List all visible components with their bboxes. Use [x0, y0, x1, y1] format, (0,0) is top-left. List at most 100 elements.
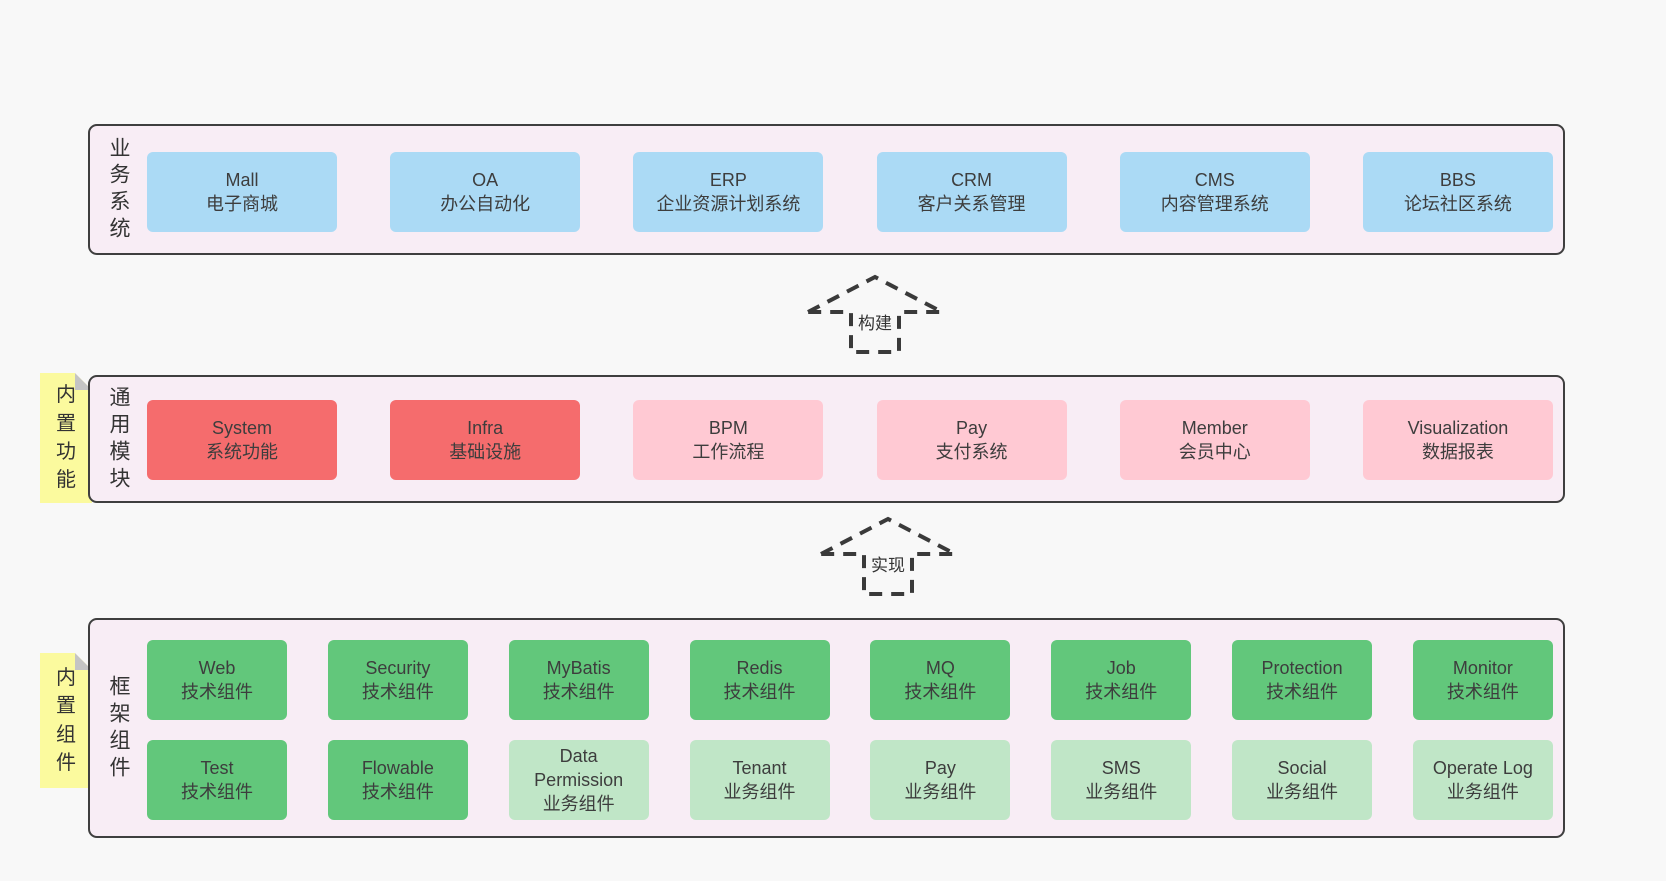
box-web: Web 技术组件 [147, 640, 287, 720]
box-title: Web [198, 658, 236, 678]
box-title: Security [365, 658, 431, 678]
box-subtitle: 技术组件 [181, 682, 253, 702]
box-title: Test [200, 758, 234, 778]
box-subtitle: 业务组件 [723, 782, 796, 802]
box-subtitle: 会员中心 [1178, 442, 1251, 462]
box-tenant: Tenant 业务组件 [689, 740, 830, 820]
sticky-note-built-in-features: 内 置 功 能 [40, 373, 92, 503]
box-title: Monitor [1452, 658, 1513, 678]
box-title: System [211, 418, 272, 438]
section-framework-components: 框 架 组 件 Web 技术组件 Security 技术组件 MyBatis 技… [88, 618, 1565, 838]
box-subtitle: 内容管理系统 [1160, 194, 1269, 214]
box-subtitle: 业务组件 [1085, 782, 1158, 802]
box-pay-module: Pay 支付系统 [876, 400, 1067, 480]
box-title: Pay [924, 758, 956, 778]
box-title: Protection [1261, 658, 1343, 678]
box-title: Infra [467, 418, 504, 438]
box-subtitle: 技术组件 [723, 682, 796, 702]
box-subtitle: 企业资源计划系统 [656, 194, 801, 214]
box-member: Member 会员中心 [1119, 400, 1310, 480]
framework-components-row-2: Test 技术组件 Flowable 技术组件 Data Permission … [147, 740, 1553, 820]
box-subtitle: 业务组件 [1266, 782, 1339, 802]
sticky-note-built-in-components: 内 置 组 件 [40, 653, 92, 788]
box-subtitle: 数据报表 [1421, 442, 1494, 462]
box-title: Tenant [732, 758, 787, 778]
box-subtitle: 技术组件 [181, 782, 253, 802]
section-common-modules: 通 用 模 块 System 系统功能 Infra 基础设施 BPM 工作流程 … [88, 375, 1565, 503]
box-title: Social [1277, 758, 1327, 778]
box-subtitle: 工作流程 [692, 442, 765, 462]
section-label-framework-components: 框 架 组 件 [109, 675, 131, 779]
box-mall: Mall 电子商城 [147, 152, 337, 232]
box-title: Pay [956, 418, 988, 438]
box-subtitle: 技术组件 [361, 682, 434, 702]
box-erp: ERP 企业资源计划系统 [633, 152, 824, 232]
box-operate-log: Operate Log 业务组件 [1412, 740, 1553, 820]
box-title: CRM [951, 170, 993, 190]
box-subtitle: 办公自动化 [440, 194, 531, 214]
box-job: Job 技术组件 [1051, 640, 1192, 720]
box-subtitle: 技术组件 [542, 682, 615, 702]
box-title: MyBatis [546, 658, 611, 678]
box-subtitle: 业务组件 [904, 782, 977, 802]
box-title: Mall [225, 170, 259, 190]
box-subtitle: 论坛社区系统 [1403, 194, 1512, 214]
box-mybatis: MyBatis 技术组件 [508, 640, 649, 720]
box-subtitle: 技术组件 [1266, 682, 1339, 702]
box-data-permission: Data Permission 业务组件 [508, 740, 649, 820]
box-title: Redis [736, 658, 783, 678]
box-subtitle: 技术组件 [904, 682, 977, 702]
box-title: BBS [1439, 170, 1476, 190]
box-protection: Protection 技术组件 [1232, 640, 1373, 720]
box-subtitle: 技术组件 [361, 782, 434, 802]
box-mq: MQ 技术组件 [870, 640, 1011, 720]
box-system: System 系统功能 [147, 400, 337, 480]
box-subtitle: 技术组件 [1446, 682, 1519, 702]
box-subtitle: 系统功能 [206, 442, 278, 462]
box-security: Security 技术组件 [327, 640, 468, 720]
box-subtitle: 技术组件 [1085, 682, 1158, 702]
box-title: OA [472, 170, 499, 190]
arrow-build-label: 构建 [855, 308, 895, 335]
box-title: Visualization [1407, 418, 1509, 438]
box-subtitle: 业务组件 [1446, 782, 1519, 802]
box-flowable: Flowable 技术组件 [327, 740, 468, 820]
box-pay-component: Pay 业务组件 [870, 740, 1011, 820]
box-bbs: BBS 论坛社区系统 [1362, 152, 1553, 232]
box-infra: Infra 基础设施 [390, 400, 581, 480]
box-test: Test 技术组件 [147, 740, 287, 820]
note-label: 内 置 功 能 [56, 384, 76, 492]
box-cms: CMS 内容管理系统 [1119, 152, 1310, 232]
box-monitor: Monitor 技术组件 [1412, 640, 1553, 720]
box-social: Social 业务组件 [1232, 740, 1373, 820]
box-oa: OA 办公自动化 [390, 152, 581, 232]
box-title: CMS [1194, 170, 1235, 190]
framework-components-row-1: Web 技术组件 Security 技术组件 MyBatis 技术组件 Redi… [147, 640, 1553, 720]
section-label-business-systems: 业 务 系 统 [109, 136, 131, 241]
box-title: ERP [709, 170, 747, 190]
box-title: MQ [925, 658, 955, 678]
box-visualization: Visualization 数据报表 [1362, 400, 1553, 480]
box-subtitle: 电子商城 [206, 194, 278, 214]
box-title: BPM [708, 418, 748, 438]
box-title: SMS [1101, 758, 1141, 778]
common-modules-row: System 系统功能 Infra 基础设施 BPM 工作流程 Pay 支付系统… [147, 400, 1553, 480]
box-crm: CRM 客户关系管理 [876, 152, 1067, 232]
box-bpm: BPM 工作流程 [633, 400, 824, 480]
box-title: Data Permission [534, 746, 624, 790]
box-subtitle: 支付系统 [935, 442, 1008, 462]
section-label-common-modules: 通 用 模 块 [109, 386, 131, 490]
box-sms: SMS 业务组件 [1051, 740, 1192, 820]
section-business-systems: 业 务 系 统 Mall 电子商城 OA 办公自动化 ERP 企业资源计划系统 … [88, 124, 1565, 255]
box-redis: Redis 技术组件 [689, 640, 830, 720]
box-title: Member [1181, 418, 1248, 438]
business-systems-row: Mall 电子商城 OA 办公自动化 ERP 企业资源计划系统 CRM 客户关系… [147, 152, 1553, 232]
box-title: Flowable [361, 758, 434, 778]
box-title: Job [1106, 658, 1136, 678]
arrow-implement: 实现 [813, 514, 963, 598]
arrow-build: 构建 [800, 272, 950, 356]
box-title: Operate Log [1432, 758, 1533, 778]
box-subtitle: 基础设施 [449, 442, 522, 462]
box-subtitle: 客户关系管理 [917, 194, 1026, 214]
